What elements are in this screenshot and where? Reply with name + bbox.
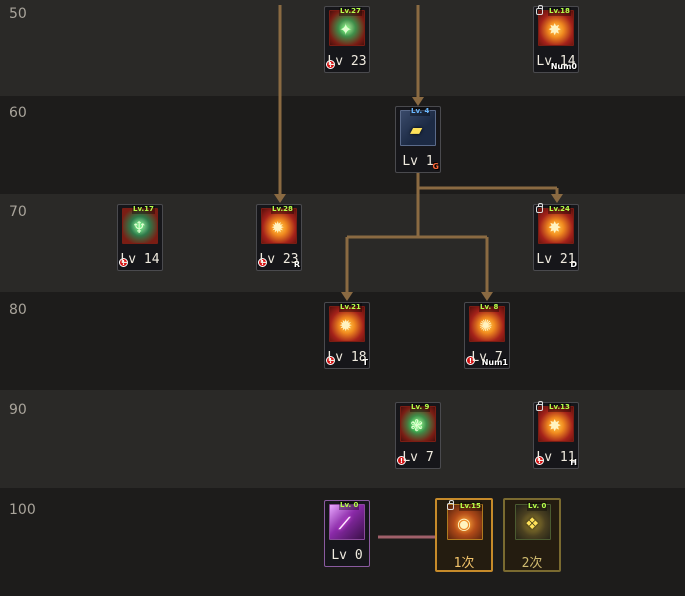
skill-level: Lv 23 [259,252,299,267]
green-shuriken-icon: ✦ [329,10,365,46]
connector-arrow [274,194,286,203]
connector-arrow [341,292,353,301]
skill-badge: Lv. 9 [410,403,431,412]
alert-icon: ! [535,456,544,465]
fire-burst-icon: ✹ [329,306,365,342]
connector-arrow [481,292,493,301]
hotkey-label: G [432,162,439,171]
skill-badge: Lv. 0 [527,502,548,511]
alert-icon: ! [326,60,335,69]
skill-slot-s70a[interactable]: ♆ Lv.17 ! Lv 14 [117,204,163,271]
awakening-slot-1[interactable]: ◉ Lv.15 1次 [435,498,493,572]
green-spirit-icon: ❃ [400,406,436,442]
awakening-slot-2[interactable]: ❖ Lv. 0 2次 [503,498,561,572]
skill-badge: Lv.28 [271,205,294,214]
skill-badge: Lv.24 [548,205,571,214]
alert-icon: ! [119,258,128,267]
skill-level: 2次 [521,556,543,571]
explosion-icon: ✸ [538,406,574,442]
skill-slot-s70b[interactable]: ✹ Lv.28 ! R Lv 23 [256,204,302,271]
skill-level: Lv 14 [536,54,576,69]
skill-level: Lv 23 [327,54,367,69]
lock-icon [447,500,454,510]
level-label: 80 [9,302,27,318]
skill-badge: Lv.17 [132,205,155,214]
skill-badge: Lv.21 [339,303,362,312]
alert-icon: ! [326,356,335,365]
skill-badge: Lv.18 [548,7,571,16]
level-label: 60 [9,105,27,121]
skill-badge: Lv.13 [548,403,571,412]
hotkey-label: Num1 [481,358,508,367]
skill-level: Lv 0 [331,548,363,563]
skill-slot-s80b[interactable]: ✺ Lv. 8 ! Num1 Lv 7 [464,302,510,369]
awakening-orb-icon: ◉ [447,504,483,540]
skill-level: Lv 14 [120,252,160,267]
alert-icon: ! [397,456,406,465]
skill-level: Lv 18 [327,350,367,365]
alert-icon: ! [258,258,267,267]
hotkey-label: T [362,358,368,367]
skill-slot-s90a[interactable]: ❃ Lv. 9 ! Lv 7 [395,402,441,469]
skill-level: Lv 7 [402,450,434,465]
level-label: 100 [9,502,36,518]
skill-slot-s100a[interactable]: ⟋ Lv. 0 Lv 0 [324,500,370,567]
skill-slot-s70c[interactable]: ✸ Lv.24 D Lv 21 [533,203,579,271]
skill-slot-s80a[interactable]: ✹ Lv.21 ! T Lv 18 [324,302,370,369]
lock-icon [536,203,543,213]
hotkey-label: H [570,458,577,467]
connector-arrow [412,97,424,106]
skill-slot-s60[interactable]: ▰ Lv. 4 G Lv 1 [395,106,441,173]
level-label: 70 [9,204,27,220]
purple-slash-icon: ⟋ [329,504,365,540]
awakening-shadow-icon: ❖ [515,504,551,540]
skill-level: Lv 7 [471,350,503,365]
lock-icon [536,401,543,411]
skill-badge: Lv.27 [339,7,362,16]
hotkey-label: D [570,260,577,269]
skill-badge: Lv. 4 [410,107,431,116]
explosion-icon: ✸ [538,208,574,244]
skill-level: Lv 21 [536,252,576,267]
hotkey-label: R [293,260,300,269]
skill-badge: Lv. 0 [339,501,360,510]
skill-level: Lv 1 [402,154,434,169]
golden-cannon-icon: ▰ [400,110,436,146]
skill-badge: Lv.15 [459,502,482,511]
skill-level: Lv 11 [536,450,576,465]
skill-slot-s90b[interactable]: ✸ Lv.13 ! H Lv 11 [533,401,579,469]
hotkey-label: Num0 [550,62,577,71]
connector-arrow [551,194,563,203]
skill-badge: Lv. 8 [479,303,500,312]
row-band-60 [0,96,685,194]
flame-icon: ✺ [469,306,505,342]
explosion-icon: ✸ [538,10,574,46]
level-label: 50 [9,6,27,22]
winged-emblem-icon: ♆ [122,208,158,244]
lock-icon [536,5,543,15]
level-label: 90 [9,402,27,418]
fire-burst-icon: ✹ [261,208,297,244]
skill-level: 1次 [453,556,475,571]
skill-slot-s50a[interactable]: ✦ Lv.27 ! Lv 23 [324,6,370,73]
skill-slot-s50b[interactable]: ✸ Lv.18 Num0 Lv 14 [533,5,579,73]
alert-icon: ! [466,356,475,365]
